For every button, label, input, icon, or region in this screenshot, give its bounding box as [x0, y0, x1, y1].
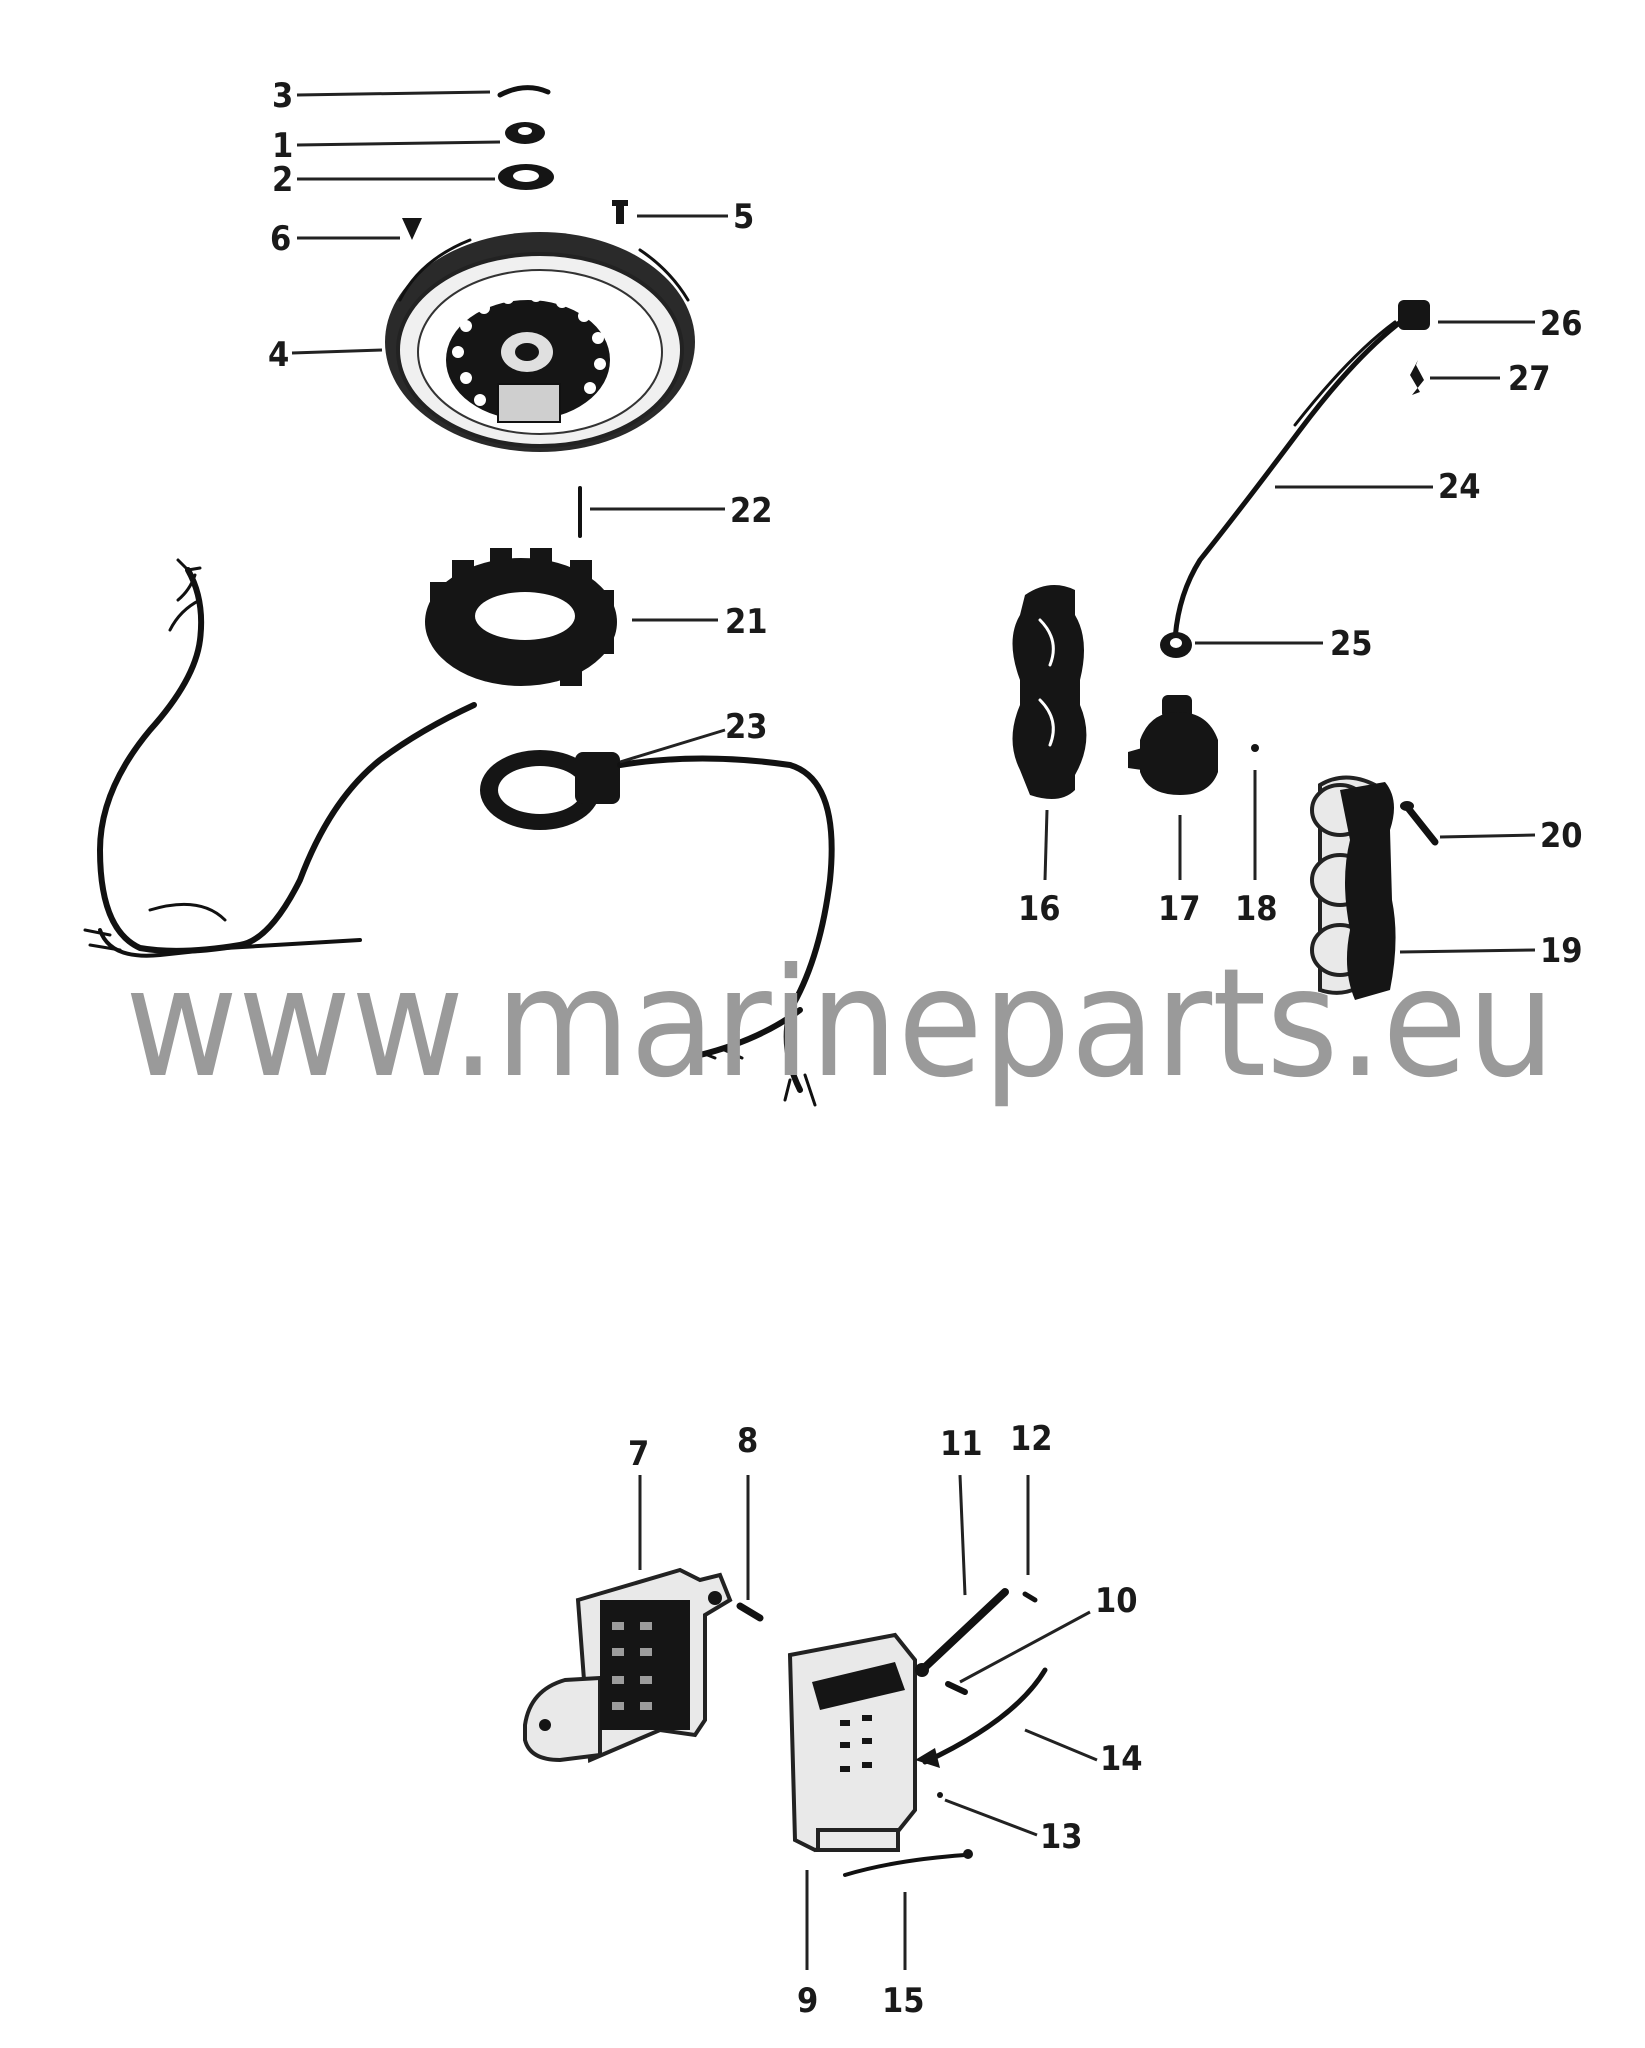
part-15-wire: [843, 1849, 973, 1877]
part-17-cover: [1128, 695, 1218, 795]
callout-26: 26: [1540, 304, 1583, 344]
callout-21: 21: [725, 602, 768, 642]
part-27-terminal: [1410, 360, 1424, 395]
part-2-washer: [498, 164, 554, 190]
callout-15: 15: [882, 1981, 925, 2021]
callout-9: 9: [797, 1981, 818, 2021]
part-8-screw: [736, 1602, 764, 1622]
callout-25: 25: [1330, 624, 1373, 664]
callout-13: 13: [1040, 1817, 1083, 1857]
callout-27: 27: [1508, 359, 1551, 399]
callout-1: 1: [272, 126, 293, 166]
part-6-screw: [402, 218, 422, 240]
part-19-coil-assembly: [1310, 775, 1396, 1000]
callout-10: 10: [1095, 1581, 1138, 1621]
part-11-wire: [915, 1588, 1009, 1677]
part-26-spark-plug-cap: [1398, 300, 1430, 330]
part-16-coil-pack: [1012, 585, 1087, 799]
part-1-nut: [505, 122, 545, 144]
part-5-screw: [612, 200, 628, 224]
callout-3: 3: [272, 76, 293, 116]
part-18-screw: [1251, 744, 1259, 752]
part-23-trigger: [480, 750, 835, 1107]
watermark-text: www.marineparts.eu: [125, 937, 1555, 1111]
part-24-spark-plug-lead: [1172, 312, 1413, 643]
callout-24: 24: [1438, 467, 1481, 507]
callout-12: 12: [1010, 1419, 1053, 1459]
part-4-flywheel: [385, 232, 695, 452]
callout-8: 8: [737, 1421, 758, 1461]
callout-22: 22: [730, 491, 773, 531]
callout-7: 7: [628, 1434, 649, 1474]
part-9-rectifier: [787, 1632, 917, 1853]
callout-18: 18: [1235, 889, 1278, 929]
part-20-screw: [1400, 801, 1439, 846]
callout-labels: 3 1 2 6 5 4 22 21 23 26 27 24 25 16 17 1…: [268, 76, 1583, 2021]
callout-5: 5: [733, 197, 754, 237]
callout-20: 20: [1540, 816, 1583, 856]
callout-19: 19: [1540, 931, 1583, 971]
callout-6: 6: [270, 219, 291, 259]
part-14-wire: [915, 1667, 1048, 1768]
part-12-screw: [1022, 1591, 1038, 1603]
callout-17: 17: [1158, 889, 1201, 929]
callout-23: 23: [725, 707, 768, 747]
part-7-bracket: [523, 1567, 733, 1763]
part-10-screw: [945, 1681, 968, 1695]
callout-2: 2: [272, 160, 293, 200]
callout-16: 16: [1018, 889, 1061, 929]
leader-lines: [291, 90, 1536, 1970]
part-25-boot: [1160, 632, 1192, 658]
part-21-stator: [425, 548, 617, 686]
part-3-clip: [497, 85, 551, 98]
callout-14: 14: [1100, 1739, 1143, 1779]
part-13-screw: [937, 1792, 943, 1798]
callout-11: 11: [940, 1424, 983, 1464]
stator-wire-harness: [83, 558, 477, 958]
callout-4: 4: [268, 335, 289, 375]
